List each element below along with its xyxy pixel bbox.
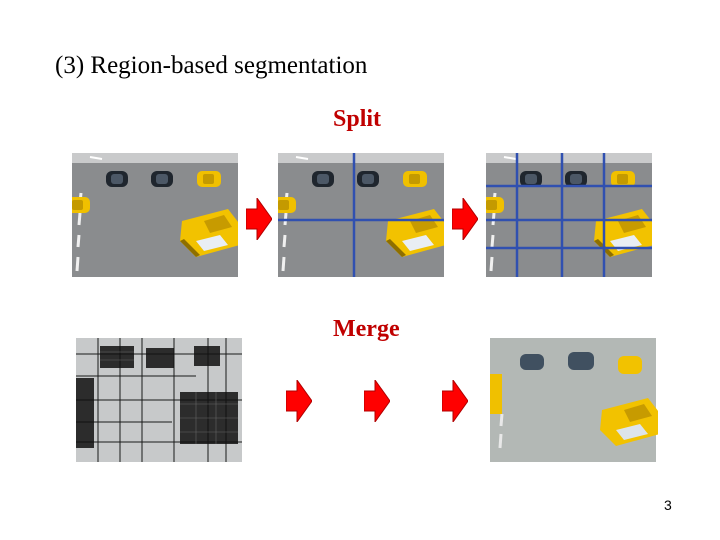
- merged-segmentation-image: [490, 338, 658, 462]
- merge-arrow-3-icon: [442, 380, 468, 422]
- split-level-1-image: [278, 153, 444, 277]
- merge-label: Merge: [333, 316, 400, 342]
- split-level-2-image: [486, 153, 652, 277]
- page-number: 3: [664, 497, 672, 513]
- merge-arrow-1-icon: [286, 380, 312, 422]
- merge-arrow-2-icon: [364, 380, 390, 422]
- original-road-image: [72, 153, 238, 277]
- split-arrow-2-icon: [452, 198, 478, 240]
- split-label: Split: [333, 106, 382, 132]
- quadtree-blocks-image: [76, 338, 242, 462]
- split-arrow-1-icon: [246, 198, 272, 240]
- slide-title: (3) Region-based segmentation: [55, 52, 368, 79]
